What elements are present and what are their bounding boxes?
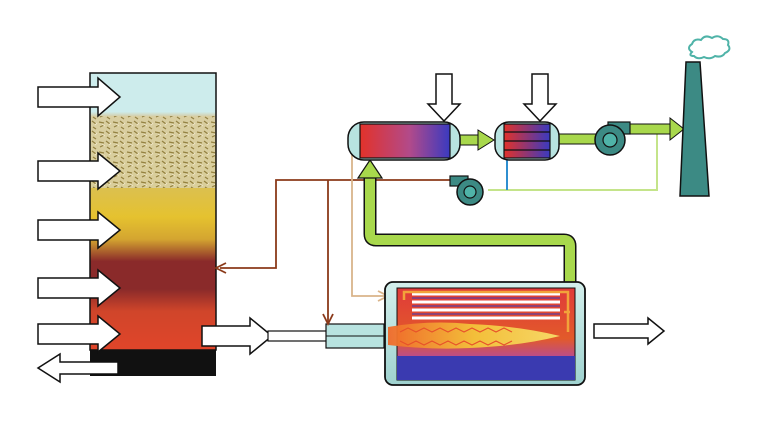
syngas-line <box>201 316 385 356</box>
heat-exchanger-2 <box>494 73 560 161</box>
input-arrow-icon <box>37 268 122 308</box>
input-arrow-icon <box>37 76 122 118</box>
gasifier-input-arrows <box>37 76 122 354</box>
smoke-icon <box>688 35 731 60</box>
boiler <box>384 281 586 386</box>
input-arrow-icon <box>37 210 122 250</box>
input-arrow-icon <box>426 73 462 123</box>
syngas-pipe <box>267 330 329 342</box>
input-arrow-icon <box>522 73 558 123</box>
input-arrow-icon <box>37 151 122 191</box>
boiler-tubes <box>412 292 560 320</box>
syngas-arrow-icon <box>201 316 274 356</box>
gasifier-body <box>89 72 217 351</box>
input-arrow-icon <box>37 314 122 354</box>
pump-icon <box>449 175 484 206</box>
output-arrow-icon <box>593 316 666 346</box>
fan-icon <box>594 121 631 156</box>
heat-exchanger-1 <box>347 73 462 161</box>
flue-gas-path <box>356 116 685 283</box>
chimney-stack <box>679 35 731 197</box>
ash-output-arrow-icon <box>36 352 119 384</box>
